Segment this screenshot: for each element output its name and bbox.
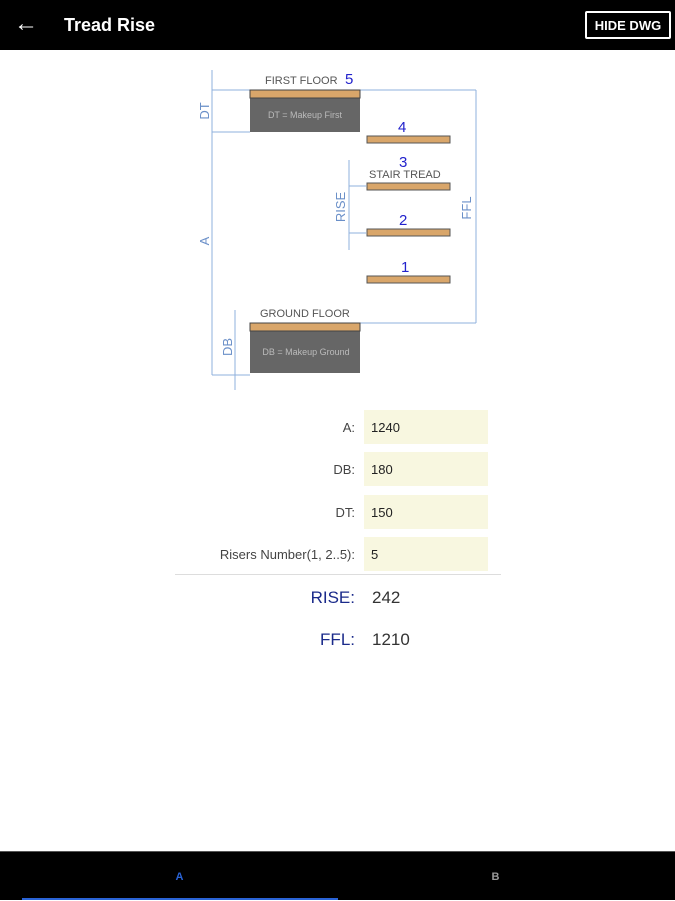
ffl-value: 1210 [372,630,410,649]
rise-label: RISE: [310,588,355,607]
svg-text:4: 4 [398,119,406,136]
db-input[interactable]: 180 [364,452,488,486]
svg-text:DB = Makeup Ground: DB = Makeup Ground [262,347,349,357]
page-title: Tread Rise [64,15,156,35]
tread-4 [366,135,451,144]
ffl-label: FFL: [320,630,355,649]
field-a: A: 1240 [0,410,675,444]
svg-text:RISE: RISE [333,192,348,223]
back-arrow-icon[interactable]: ← [14,10,38,37]
hide-drawing-button[interactable]: HIDE DWG [585,11,671,39]
dt-input[interactable]: 150 [364,495,488,529]
svg-text:3: 3 [399,154,407,171]
field-risers-label: Risers Number(1, 2..5): [219,547,355,562]
svg-text:1: 1 [401,259,409,276]
field-db: DB: 180 [0,452,675,486]
field-a-label: A: [342,420,355,435]
svg-text:DB: DB [220,338,235,356]
svg-text:2: 2 [399,212,407,229]
a-input[interactable]: 1240 [364,410,488,444]
first-floor-label: FIRST FLOOR [265,75,338,87]
rise-value: 242 [372,588,401,607]
tread-3 [366,182,451,191]
svg-text:A: A [197,236,212,245]
divider [175,574,501,575]
svg-text:DT: DT [197,102,212,119]
svg-text:DT = Makeup First: DT = Makeup First [268,110,343,120]
field-dt: DT: 150 [0,495,675,529]
field-db-label: DB: [333,462,355,477]
svg-text:FFL: FFL [459,196,474,219]
bottom-tab-bar: A B [0,851,675,900]
stair-drawing: FIRST FLOOR 5 4 3 2 1 STAIR TREAD GROUND… [197,70,477,390]
tread-1 [366,275,451,284]
field-dt-label: DT: [335,505,356,520]
active-tab-indicator [22,898,338,900]
svg-text:5: 5 [345,71,353,88]
field-risers: Risers Number(1, 2..5): 5 [0,537,675,571]
top-app-bar: ← Tread Rise HIDE DWG [0,0,675,50]
risers-input[interactable]: 5 [364,537,488,571]
tread-2 [366,228,451,237]
stair-tread-label: STAIR TREAD [369,169,441,181]
tab-b[interactable]: B [491,870,500,883]
ground-floor-label: GROUND FLOOR [260,308,350,320]
result-ffl: FFL: 1210 [0,630,675,654]
result-rise: RISE: 242 [0,588,675,612]
tab-a[interactable]: A [175,870,184,883]
